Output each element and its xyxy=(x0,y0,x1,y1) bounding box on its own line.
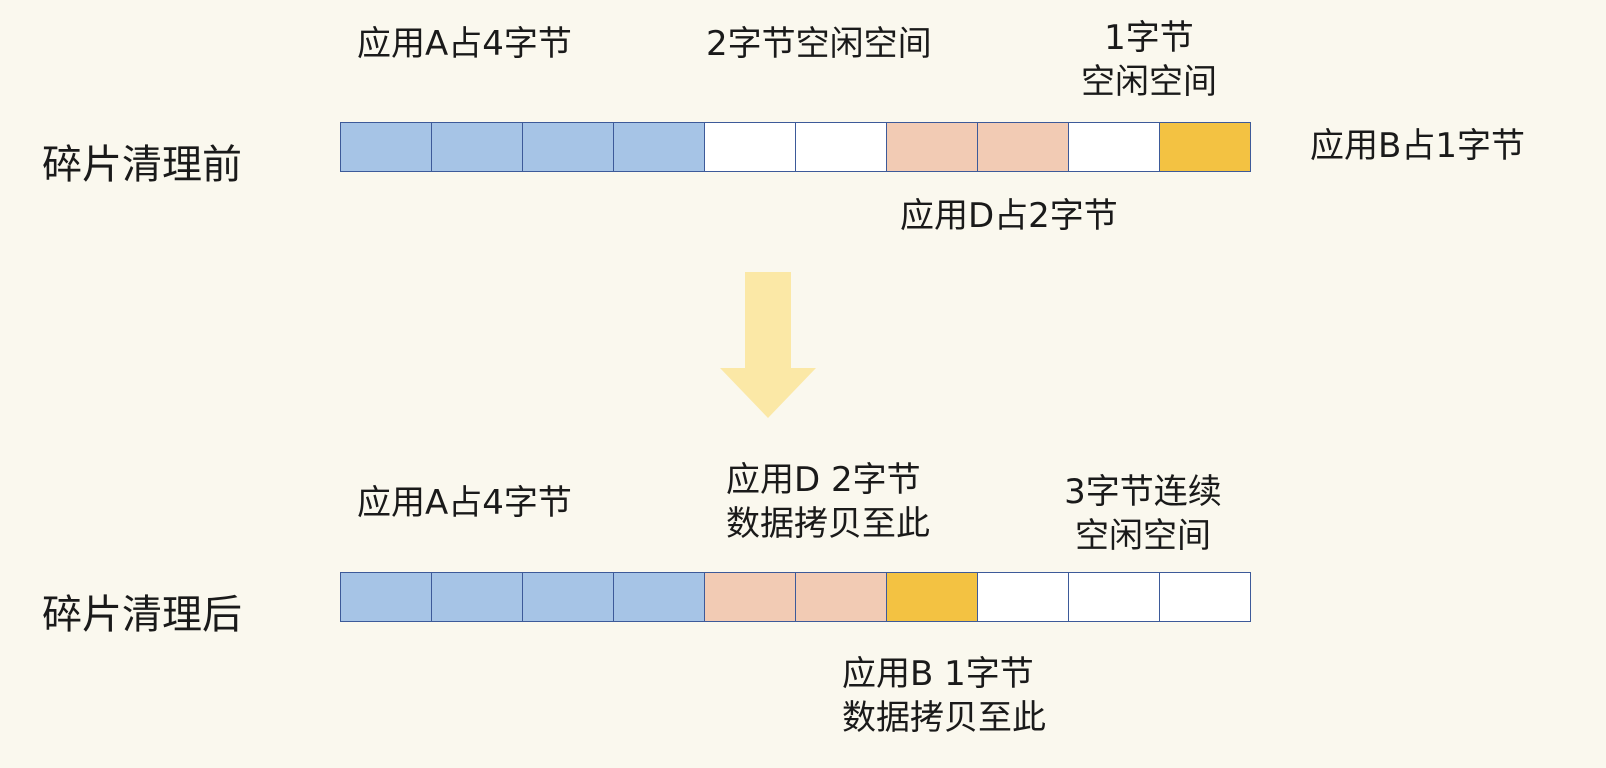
after-cell-free-10 xyxy=(1159,572,1251,622)
memory-strip-before xyxy=(340,122,1251,172)
after-free-3-label: 3字节连续 空闲空间 xyxy=(1048,470,1238,558)
after-free-3-label-line1: 3字节连续 xyxy=(1064,472,1222,512)
after-cell-app-a-4 xyxy=(613,572,705,622)
before-app-a-label: 应用A占4字节 xyxy=(357,24,572,64)
before-cell-app-a-3 xyxy=(522,122,614,172)
before-cell-app-a-4 xyxy=(613,122,705,172)
before-free-1-label-line2: 空闲空间 xyxy=(1081,62,1217,103)
after-cell-app-b-7 xyxy=(886,572,978,622)
after-row-title: 碎片清理后 xyxy=(42,592,242,638)
before-row-title: 碎片清理前 xyxy=(42,142,242,188)
after-cell-app-d-6 xyxy=(795,572,887,622)
after-cell-free-9 xyxy=(1068,572,1160,622)
after-app-d-label-line1: 应用D 2字节 xyxy=(726,460,921,500)
before-free-1-label-line1: 1字节 xyxy=(1104,18,1194,58)
before-app-d-label: 应用D占2字节 xyxy=(900,196,1118,236)
after-cell-app-a-2 xyxy=(431,572,523,622)
after-app-b-label: 应用B 1字节 数据拷贝至此 xyxy=(842,652,1046,740)
after-app-b-label-line1: 应用B 1字节 xyxy=(842,654,1034,694)
after-app-d-label: 应用D 2字节 数据拷贝至此 xyxy=(726,458,930,546)
after-app-d-label-line2: 数据拷贝至此 xyxy=(726,504,930,545)
before-free-1-label: 1字节 空闲空间 xyxy=(1074,16,1224,104)
after-cell-app-a-1 xyxy=(340,572,432,622)
before-cell-app-d-8 xyxy=(977,122,1069,172)
before-cell-app-a-1 xyxy=(340,122,432,172)
before-cell-app-b-10 xyxy=(1159,122,1251,172)
before-cell-app-d-7 xyxy=(886,122,978,172)
before-cell-free-6 xyxy=(795,122,887,172)
after-cell-app-d-5 xyxy=(704,572,796,622)
memory-strip-after xyxy=(340,572,1251,622)
before-cell-free-9 xyxy=(1068,122,1160,172)
after-cell-app-a-3 xyxy=(522,572,614,622)
after-free-3-label-line2: 空闲空间 xyxy=(1075,516,1211,557)
down-arrow-icon xyxy=(720,272,816,418)
after-cell-free-8 xyxy=(977,572,1069,622)
before-cell-free-5 xyxy=(704,122,796,172)
before-app-b-label: 应用B占1字节 xyxy=(1310,126,1525,166)
after-app-b-label-line2: 数据拷贝至此 xyxy=(842,698,1046,739)
before-free-2-label: 2字节空闲空间 xyxy=(706,24,932,64)
after-app-a-label: 应用A占4字节 xyxy=(357,483,572,523)
before-cell-app-a-2 xyxy=(431,122,523,172)
